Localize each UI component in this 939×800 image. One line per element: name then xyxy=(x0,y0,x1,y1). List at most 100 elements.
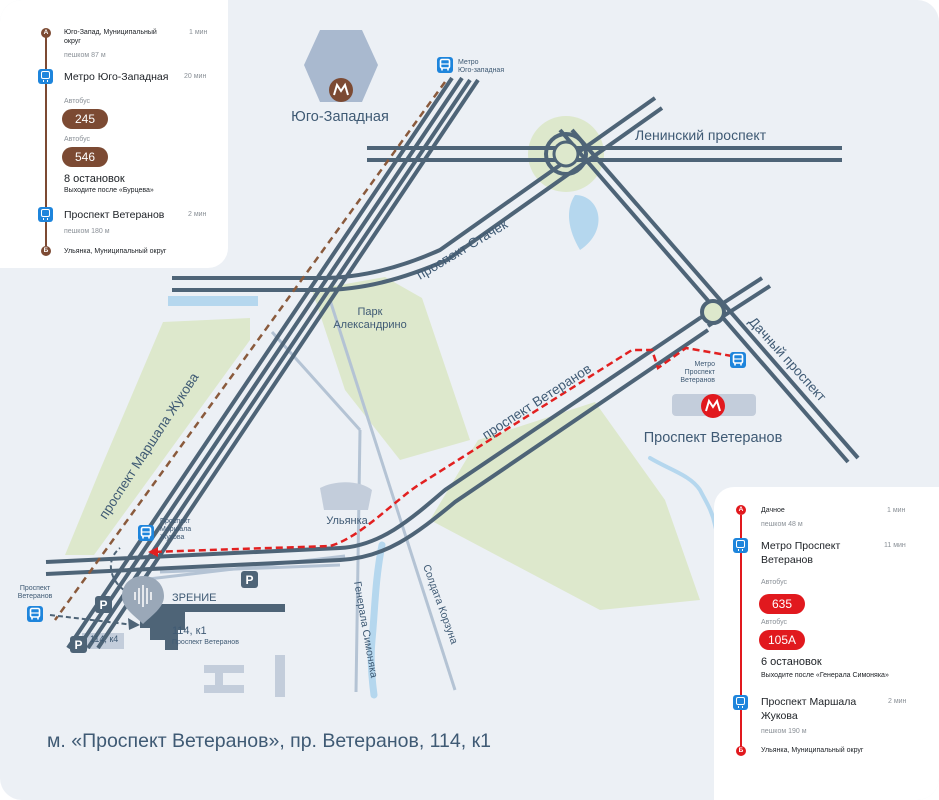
end-name: Ульянка, Муниципальный округ xyxy=(761,747,864,754)
bus-stop-label: Проспект xyxy=(685,369,716,376)
bus-type: Автобус xyxy=(64,136,91,143)
bus-stop-icon xyxy=(38,69,53,84)
bus-stop-label: Проспект xyxy=(20,585,51,592)
route-panel-prospekt-veteranov: А Дачное 1 мин пешком 48 м Метро Проспек… xyxy=(714,487,939,800)
walk-distance: пешком 190 м xyxy=(761,728,807,735)
svg-text:P: P xyxy=(245,573,253,587)
alight-time: 2 мин xyxy=(888,698,907,705)
bus-stop-label: Метро xyxy=(458,59,479,66)
stops-count: 8 остановок xyxy=(64,173,125,185)
bus-stop-icon[interactable] xyxy=(730,352,746,368)
bus-stop-label: Метро xyxy=(694,361,715,368)
metro-yugo-zapadnaya-area xyxy=(304,30,378,102)
parking-icon: P xyxy=(70,636,87,653)
park-label-line2: Александрино xyxy=(333,319,406,331)
district-label: Ульянка xyxy=(326,515,368,527)
bus-number-badge[interactable]: 546 xyxy=(62,147,108,167)
water xyxy=(367,541,386,699)
end-name: Ульянка, Муниципальный округ xyxy=(64,248,167,255)
street-leninsky-label: Ленинский проспект xyxy=(635,127,767,143)
zrenie-logo-icon[interactable] xyxy=(122,576,164,624)
walking-path-to-destination xyxy=(49,614,135,626)
exit-after: Выходите после «Генерала Симоняка» xyxy=(761,672,889,679)
bus-stop-label: Проспект xyxy=(160,518,191,525)
metro-prospekt-veteranov-label: Проспект Ветеранов xyxy=(644,430,783,446)
walking-path-to-destination xyxy=(109,547,125,591)
board-stop-name-line1: Метро Проспект xyxy=(761,540,841,552)
bus-stop-icon[interactable] xyxy=(437,57,453,73)
walk-distance: пешком 87 м xyxy=(64,52,106,59)
metro-icon xyxy=(701,394,725,418)
bus-stop-icon xyxy=(733,538,748,553)
route-arrow-icon xyxy=(148,547,158,557)
walk-distance: пешком 180 м xyxy=(64,228,110,235)
start-name: Дачное xyxy=(761,507,785,514)
metro-yugo-zapadnaya-label: Юго-Западная xyxy=(291,109,389,125)
exit-after: Выходите после «Бурцева» xyxy=(64,187,154,194)
board-stop-name-line2: Ветеранов xyxy=(761,554,813,566)
destination-arrow-icon xyxy=(128,618,140,630)
board-time: 20 мин xyxy=(184,73,207,80)
bus-stop-icon xyxy=(38,207,53,222)
start-marker: А xyxy=(41,28,51,38)
bus-type: Автобус xyxy=(64,98,91,105)
start-marker: А xyxy=(736,505,746,515)
svg-text:P: P xyxy=(74,638,82,652)
start-name-line1: Юго-Запад, Муниципальный xyxy=(64,29,157,36)
start-time: 1 мин xyxy=(887,507,906,514)
bus-number-badge[interactable]: 105А xyxy=(759,630,805,650)
bus-number-badge[interactable]: 245 xyxy=(62,109,108,129)
metro-icon xyxy=(329,78,353,102)
roundabout-leninsky-inner xyxy=(552,140,580,168)
bus-stop-icon[interactable] xyxy=(138,525,154,541)
park-alexandrino-area xyxy=(312,277,470,460)
alight-stop-name-line1: Проспект Маршала xyxy=(761,696,857,708)
parking-icon: P xyxy=(241,571,258,588)
stops-count: 6 остановок xyxy=(761,656,822,668)
water xyxy=(648,456,720,540)
street-stachek-label: проспект Стачек xyxy=(414,216,510,282)
minor-roads xyxy=(139,299,457,693)
bus-stop-label: Маршала xyxy=(160,526,191,533)
board-stop-name: Метро Юго-Западная xyxy=(64,71,169,83)
park-label-line1: Парк xyxy=(358,306,383,318)
bus-stop-label: Ветеранов xyxy=(680,377,715,384)
neighbor-building-label: 114, к4 xyxy=(90,634,118,644)
end-marker: Б xyxy=(736,746,746,756)
address-caption: м. «Проспект Ветеранов», пр. Ветеранов, … xyxy=(47,730,491,752)
start-time: 1 мин xyxy=(189,29,208,36)
bus-stop-icon xyxy=(733,695,748,710)
park-area xyxy=(65,318,250,555)
bus-stop-label: Юго-западная xyxy=(458,67,504,74)
bus-stop-label: Жукова xyxy=(160,534,185,541)
roundabout-dachny xyxy=(700,299,726,325)
major-roads xyxy=(45,76,860,650)
route-panel-yugo-zapadnaya: А Юго-Запад, Муниципальный округ 1 мин п… xyxy=(0,0,228,268)
alight-time: 2 мин xyxy=(188,211,207,218)
bus-number-badge[interactable]: 635 xyxy=(759,594,805,614)
alight-stop-name: Проспект Ветеранов xyxy=(64,209,165,221)
destination-building: 114, к1 xyxy=(172,625,207,637)
start-name-line2: округ xyxy=(64,38,81,45)
end-marker: Б xyxy=(41,246,51,256)
walk-distance: пешком 48 м xyxy=(761,521,803,528)
walking-route-dachny xyxy=(149,346,733,554)
destination-building-block xyxy=(140,604,285,650)
roundabout-leninsky xyxy=(544,132,588,176)
bus-type: Автобус xyxy=(761,619,788,626)
board-time: 11 мин xyxy=(884,542,906,549)
alight-stop-name-line2: Жукова xyxy=(761,710,798,722)
parking-icon: P xyxy=(95,596,112,613)
bus-type: Автобус xyxy=(761,579,788,586)
route-line xyxy=(740,515,742,755)
svg-text:P: P xyxy=(99,598,107,612)
water xyxy=(568,195,599,250)
destination-street: Проспект Ветеранов xyxy=(172,639,239,646)
water xyxy=(168,296,258,306)
bus-stop-label: Ветеранов xyxy=(18,593,53,600)
railway-line xyxy=(53,81,447,621)
bus-stop-icon[interactable] xyxy=(27,606,43,622)
destination-name: ЗРЕНИЕ xyxy=(172,592,217,604)
